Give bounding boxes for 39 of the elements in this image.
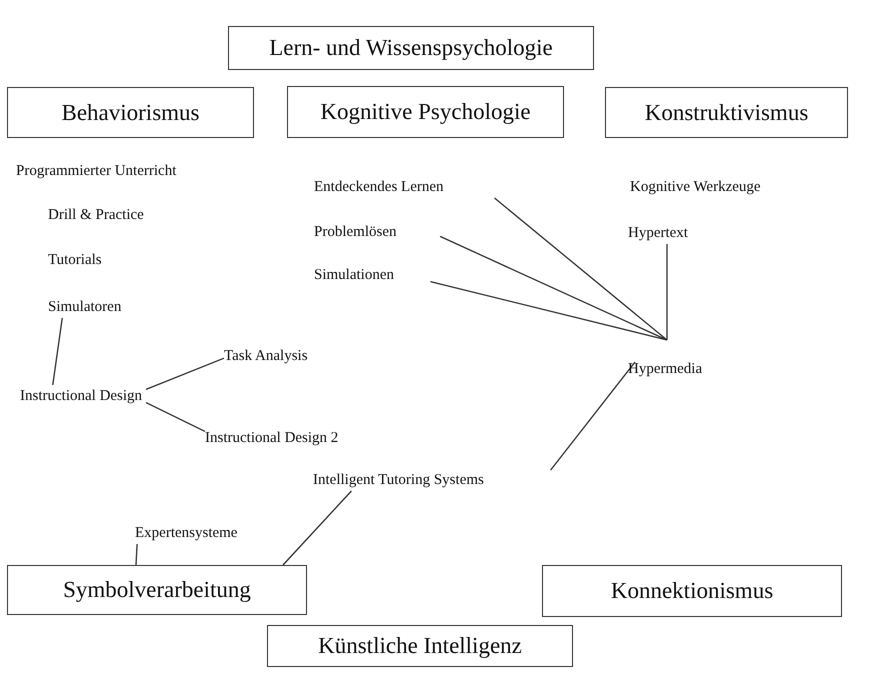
topic-label: Instructional Design 2 [205,430,338,446]
category-box [228,26,594,70]
category-box [605,87,848,138]
connector-line [135,544,138,566]
topic-label: Simulatoren [48,298,122,316]
connector-line [550,362,636,470]
connector-line [666,244,668,340]
connector-line [146,402,206,432]
topic-label: Kognitive Werkzeuge [630,178,761,196]
topic-label: Expertensysteme [135,524,238,542]
category-title: Behaviorismus [62,100,200,126]
topic-label: Tutorials [48,252,102,268]
category-box [7,87,254,138]
category-box [267,625,573,667]
category-title: Lern- und Wissenspsychologie [269,35,553,61]
topic-label: Hypermedia [628,361,702,378]
connector-line [282,490,352,566]
category-box [542,565,842,617]
connector-line [440,236,668,341]
topic-label: Entdeckendes Lernen [314,178,444,196]
topic-label: Programmierter Unterricht [16,162,176,180]
connector-line [52,318,63,386]
topic-label: Task Analysis [224,348,308,364]
category-title: Konstruktivismus [644,100,808,126]
category-box [7,565,307,615]
topic-label: Drill & Practice [48,206,144,224]
category-title: Symbolverarbeitung [63,577,251,603]
connector-line [494,198,668,340]
topic-label: Intelligent Tutoring Systems [313,472,484,488]
connector-line [146,358,224,390]
topic-label: Problemlösen [314,224,396,240]
topic-label: Instructional Design [20,388,142,404]
topic-label: Simulationen [314,266,394,284]
category-title: Kognitive Psychologie [320,99,531,125]
category-title: Künstliche Intelligenz [318,633,522,659]
category-box [287,86,564,138]
topic-label: Hypertext [628,224,688,242]
connector-line [430,280,668,341]
category-title: Konnektionismus [610,578,774,604]
